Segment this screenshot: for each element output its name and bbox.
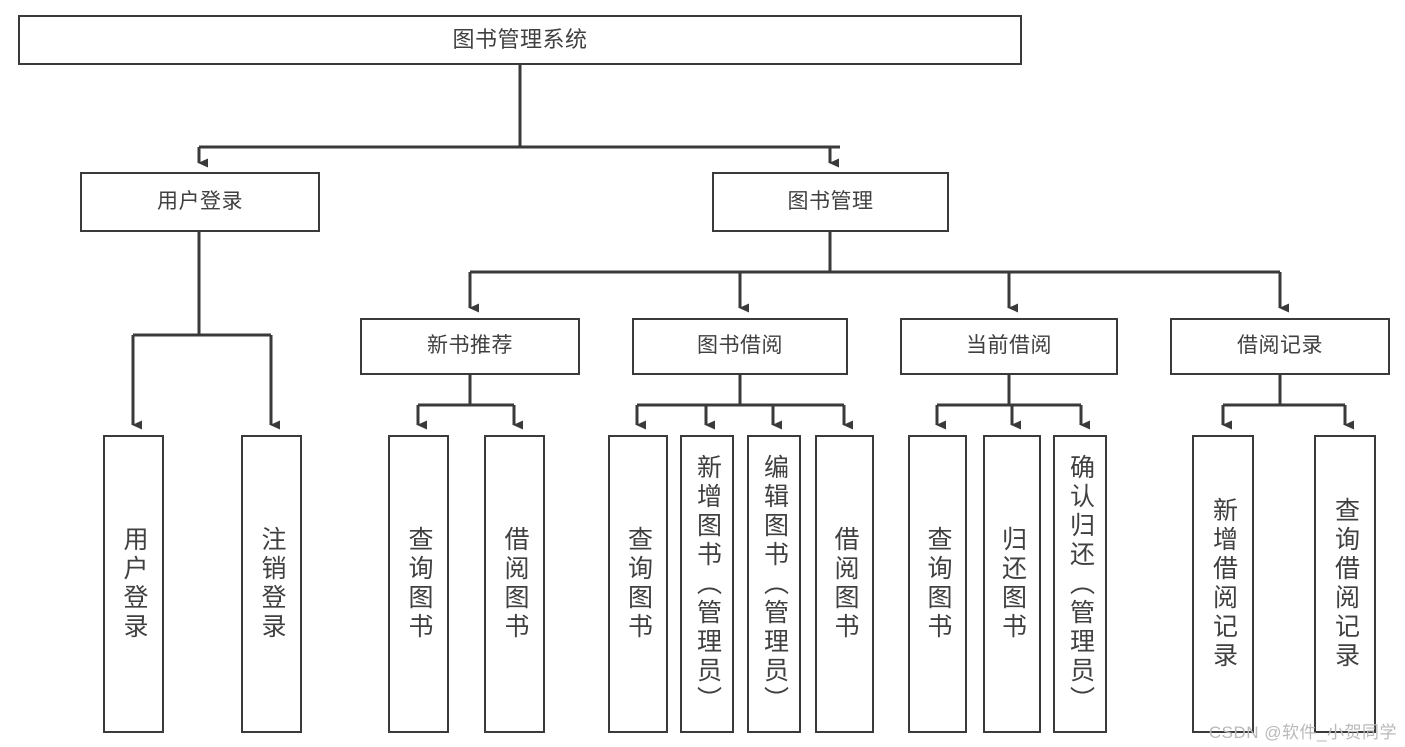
leaf-query-record-label: 查询借阅记录 (1331, 497, 1360, 671)
leaf-borrow-book-2[interactable]: 借阅图书 (815, 435, 874, 733)
leaf-borrow-book-1[interactable]: 借阅图书 (484, 435, 545, 733)
node-book-management-label: 图书管理 (787, 189, 874, 213)
leaf-query-book-2-label: 查询图书 (624, 526, 653, 642)
leaf-query-book-1[interactable]: 查询图书 (388, 435, 449, 733)
leaf-borrow-book-2-label: 借阅图书 (831, 526, 859, 642)
leaf-query-record[interactable]: 查询借阅记录 (1314, 435, 1376, 733)
edge-new-book-recommend-to-leaves (416, 375, 523, 430)
edge-book-borrow-to-leaves (635, 375, 853, 430)
leaf-edit-book-label: 编辑图书（管理员） (760, 453, 789, 715)
node-book-borrow[interactable]: 图书借阅 (632, 318, 848, 375)
node-current-borrow-label: 当前借阅 (966, 334, 1052, 358)
edge-user-login-to-leaves (131, 232, 280, 430)
node-borrow-record-label: 借阅记录 (1237, 334, 1323, 358)
node-new-book-recommend[interactable]: 新书推荐 (360, 318, 580, 375)
leaf-return-book-label: 归还图书 (998, 526, 1027, 642)
leaf-query-book-2[interactable]: 查询图书 (608, 435, 668, 733)
edge-borrow-record-to-leaves (1221, 375, 1354, 430)
leaf-logout-login[interactable]: 注销登录 (241, 435, 302, 733)
node-book-management[interactable]: 图书管理 (712, 172, 949, 232)
leaf-add-book[interactable]: 新增图书（管理员） (680, 435, 734, 733)
watermark-text: CSDN @软件_小贺同学 (1208, 723, 1397, 742)
edge-current-borrow-to-leaves (935, 375, 1090, 430)
leaf-confirm-return-label: 确认归还（管理员） (1066, 453, 1095, 715)
leaf-add-record[interactable]: 新增借阅记录 (1192, 435, 1254, 733)
node-borrow-record[interactable]: 借阅记录 (1170, 318, 1390, 375)
leaf-query-book-3[interactable]: 查询图书 (908, 435, 967, 733)
edge-book-management-to-level3 (468, 232, 1289, 313)
leaf-logout-login-label: 注销登录 (258, 526, 286, 642)
node-root-system[interactable]: 图书管理系统 (18, 15, 1022, 65)
node-current-borrow[interactable]: 当前借阅 (900, 318, 1118, 375)
node-new-book-recommend-label: 新书推荐 (427, 334, 513, 358)
leaf-user-login-label: 用户登录 (120, 526, 148, 642)
leaf-add-book-label: 新增图书（管理员） (693, 453, 722, 715)
node-book-borrow-label: 图书借阅 (697, 334, 783, 358)
node-user-login-label: 用户登录 (157, 189, 243, 213)
edge-root-to-level2 (197, 65, 840, 168)
leaf-query-book-1-label: 查询图书 (405, 526, 433, 642)
leaf-add-record-label: 新增借阅记录 (1209, 497, 1238, 671)
leaf-query-book-3-label: 查询图书 (924, 526, 952, 642)
node-root-system-label: 图书管理系统 (452, 27, 588, 53)
leaf-edit-book[interactable]: 编辑图书（管理员） (747, 435, 801, 733)
leaf-confirm-return[interactable]: 确认归还（管理员） (1053, 435, 1107, 733)
leaf-return-book[interactable]: 归还图书 (983, 435, 1041, 733)
node-user-login[interactable]: 用户登录 (80, 172, 320, 232)
leaf-user-login[interactable]: 用户登录 (103, 435, 164, 733)
leaf-borrow-book-1-label: 借阅图书 (501, 526, 529, 642)
